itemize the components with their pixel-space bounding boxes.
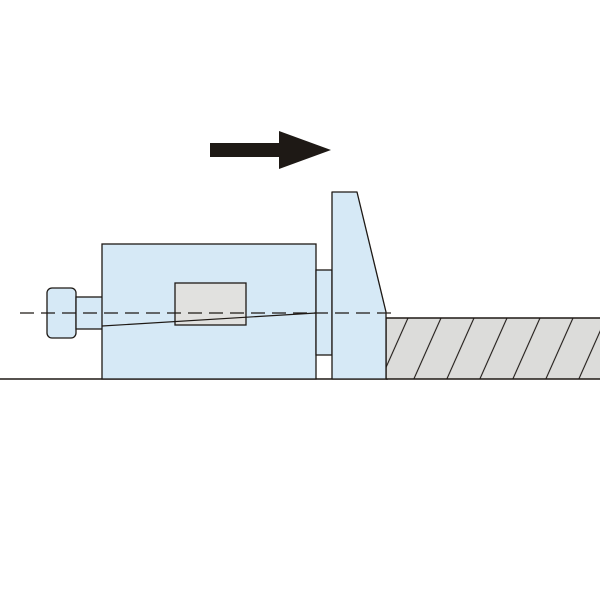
wedge-insert (174, 282, 247, 326)
jaw-plate (331, 191, 387, 380)
taper-line (101, 312, 317, 327)
workpiece (385, 317, 600, 380)
arrow-right-icon (210, 131, 331, 169)
